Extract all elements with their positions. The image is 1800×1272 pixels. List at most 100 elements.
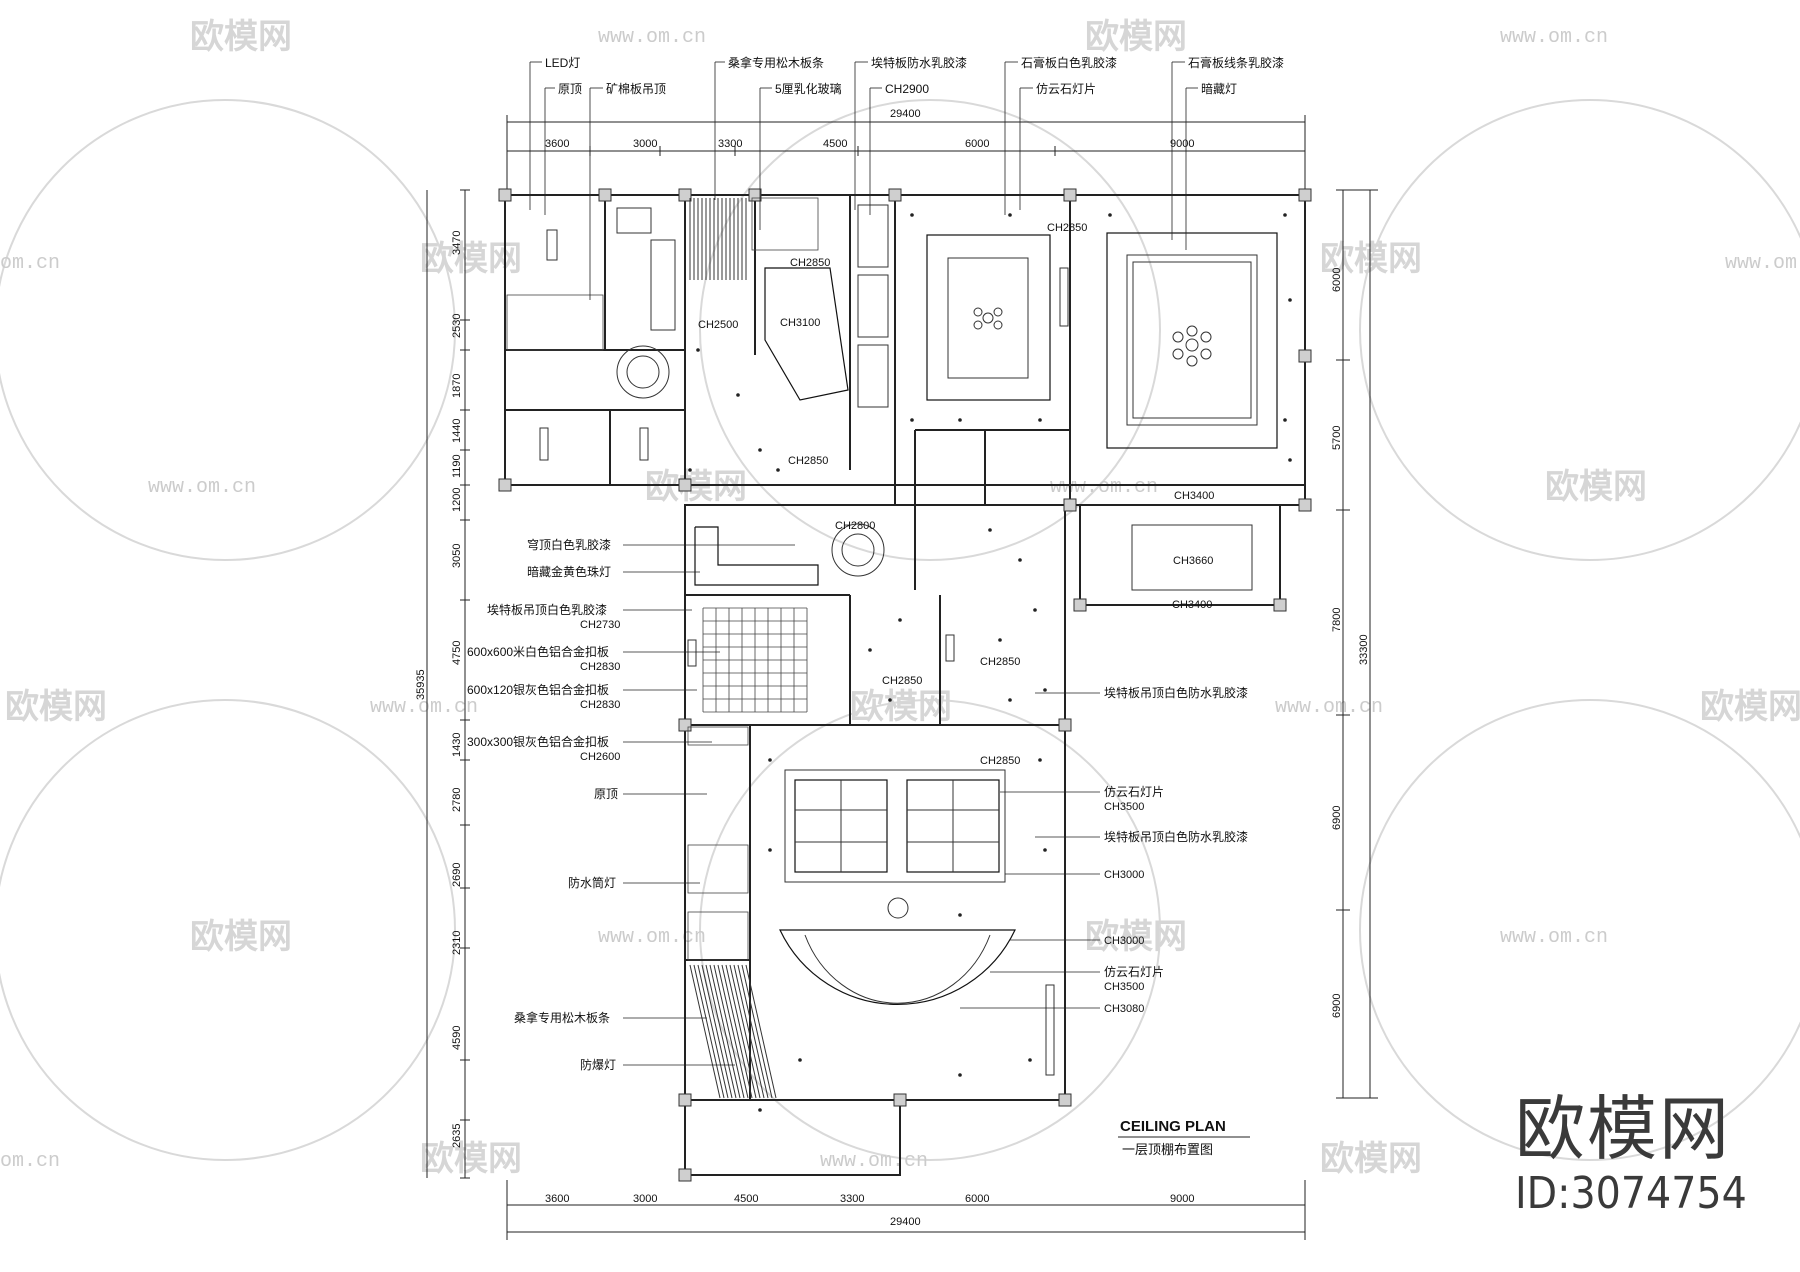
callout-ch: CH3000: [1104, 935, 1144, 947]
callout-label: 原顶: [558, 82, 582, 96]
dim-left-seg: 1440: [451, 419, 463, 443]
title-block: CEILING PLAN 一层顶棚布置图: [1118, 1118, 1250, 1158]
callout-label: 桑拿专用松木板条: [728, 55, 824, 70]
dim-left-seg: 3050: [451, 544, 463, 568]
callout-ch: CH3080: [1104, 1003, 1144, 1015]
dim-bottom-seg: 3600: [545, 1193, 569, 1205]
watermark-brand: 欧模网: [420, 239, 522, 279]
callout-ch: CH3500: [1104, 801, 1144, 813]
dim-bottom-seg: 3300: [840, 1193, 864, 1205]
callout-label: 石膏板白色乳胶漆: [1021, 55, 1117, 70]
dim-bottom-seg: 4500: [734, 1193, 758, 1205]
callout-label: 穹顶白色乳胶漆: [527, 537, 611, 552]
dim-bottom-seg: 9000: [1170, 1193, 1194, 1205]
callout-label: 埃特板吊顶白色防水乳胶漆: [1104, 829, 1248, 844]
watermark-url: www.om.cn: [370, 696, 478, 719]
callout-label: 5厘乳化玻璃: [775, 82, 842, 96]
dim-left-seg: 2690: [451, 863, 463, 887]
watermark-brand: 欧模网: [645, 467, 747, 507]
dim-left-seg: 1870: [451, 374, 463, 398]
dim-right-seg: 6000: [1331, 268, 1343, 292]
watermark-url: www.om.cn: [1500, 26, 1608, 49]
room-height: CH3400: [1172, 599, 1212, 611]
callout-ch: CH2830: [580, 699, 620, 711]
watermark-brand: 欧模网: [1320, 1139, 1422, 1179]
dim-left-seg: 2310: [451, 931, 463, 955]
room-height: CH3100: [780, 317, 820, 329]
watermark-brand: 欧模网: [1545, 467, 1647, 507]
room-height: CH2850: [790, 257, 830, 269]
dim-top-seg: 6000: [965, 138, 989, 150]
watermark-url: www.om.cn: [148, 476, 256, 499]
chandelier-icon: [1172, 325, 1212, 367]
dim-top-seg: 3000: [633, 138, 657, 150]
watermark-url: www.om.cn: [1500, 926, 1608, 949]
watermark-brand: 欧模网: [850, 687, 952, 727]
watermark-url: om.cn: [0, 1150, 60, 1173]
callout-label: 仿云石灯片: [1104, 785, 1164, 799]
dim-left-seg: 3470: [451, 231, 463, 255]
watermark-logo: 欧模网: [1515, 1088, 1731, 1170]
watermark-url: www.om.cn: [1725, 252, 1800, 275]
room-height: CH2500: [698, 319, 738, 331]
dim-right-total: 33300: [1358, 634, 1370, 665]
room-height: CH2850: [1047, 222, 1087, 234]
watermark-url: www.om.cn: [598, 26, 706, 49]
callout-label: 石膏板线条乳胶漆: [1188, 55, 1284, 70]
watermark-brand: 欧模网: [190, 17, 292, 57]
callout-ch: CH2600: [580, 751, 620, 763]
callout-ch: CH3500: [1104, 981, 1144, 993]
callout-label: 埃特板防水乳胶漆: [871, 55, 967, 70]
watermark-brand: 欧模网: [190, 917, 292, 957]
callout-ch: CH3000: [1104, 869, 1144, 881]
watermark-url: www.om.cn: [820, 1150, 928, 1173]
dim-left-seg: 2530: [451, 314, 463, 338]
dim-left-seg: 4590: [451, 1026, 463, 1050]
dim-right-seg: 6900: [1331, 806, 1343, 830]
callout-label: 仿云石灯片: [1036, 82, 1096, 96]
watermark-id: ID:3074754: [1515, 1168, 1747, 1219]
chandelier-icon: [973, 307, 1003, 330]
watermark-layer: 欧模网 欧模网 欧模网 欧模网 欧模网 欧模网 欧模网 欧模网 欧模网 欧模网 …: [0, 17, 1800, 1179]
room-height: CH2800: [835, 520, 875, 532]
dim-left-seg: 2635: [451, 1124, 463, 1148]
callout-label: 600x120银灰色铝合金扣板: [467, 682, 609, 697]
callout-label: 埃特板吊顶白色防水乳胶漆: [1104, 685, 1248, 700]
plan-title-cn: 一层顶棚布置图: [1122, 1143, 1213, 1158]
callout-label: LED灯: [545, 56, 580, 70]
room-height: CH3660: [1173, 555, 1213, 567]
dim-right-seg: 7800: [1331, 608, 1343, 632]
ceiling-height-labels: CH2850 CH2850 CH3100 CH2500 CH2850 CH340…: [698, 222, 1214, 767]
callout-ch: CH2830: [580, 661, 620, 673]
ceiling-features: [506, 197, 1278, 1099]
callout-label: 防水筒灯: [568, 875, 616, 890]
dim-right-seg: 5700: [1331, 426, 1343, 450]
dim-left-seg: 2780: [451, 788, 463, 812]
dim-top-seg: 3600: [545, 138, 569, 150]
watermark-brand: 欧模网: [1700, 687, 1800, 727]
dim-left-seg: 1190: [451, 454, 463, 478]
watermark-brand-block: 欧模网 ID:3074754: [1515, 1090, 1785, 1220]
dim-bottom-total: 29400: [890, 1216, 921, 1228]
dim-right-seg: 6900: [1331, 994, 1343, 1018]
watermark-brand: 欧模网: [1320, 239, 1422, 279]
dim-left-seg: 4750: [451, 641, 463, 665]
left-material-callouts: 穹顶白色乳胶漆 暗藏金黄色珠灯 埃特板吊顶白色乳胶漆 CH2730 600x60…: [467, 537, 795, 1072]
dim-top-seg: 3300: [718, 138, 742, 150]
room-height: CH2850: [882, 675, 922, 687]
structural-columns: [498, 188, 1312, 1182]
callout-label: 暗藏金黄色珠灯: [527, 564, 611, 579]
dimension-lines: 29400 3600 3000 3300 4500 6000 9000 3600…: [415, 108, 1378, 1240]
watermark-brand: 欧模网: [5, 687, 107, 727]
callout-label: 仿云石灯片: [1104, 965, 1164, 979]
room-height: CH2850: [980, 755, 1020, 767]
callout-label: 原顶: [594, 787, 618, 801]
room-height: CH2850: [788, 455, 828, 467]
watermark-url: om.cn: [0, 252, 60, 275]
callout-label: 防爆灯: [580, 1057, 616, 1072]
callout-label: CH2900: [885, 82, 929, 96]
dim-top-total: 29400: [890, 108, 921, 120]
callout-label: 矿棉板吊顶: [606, 82, 666, 96]
watermark-url: www.om.cn: [598, 926, 706, 949]
